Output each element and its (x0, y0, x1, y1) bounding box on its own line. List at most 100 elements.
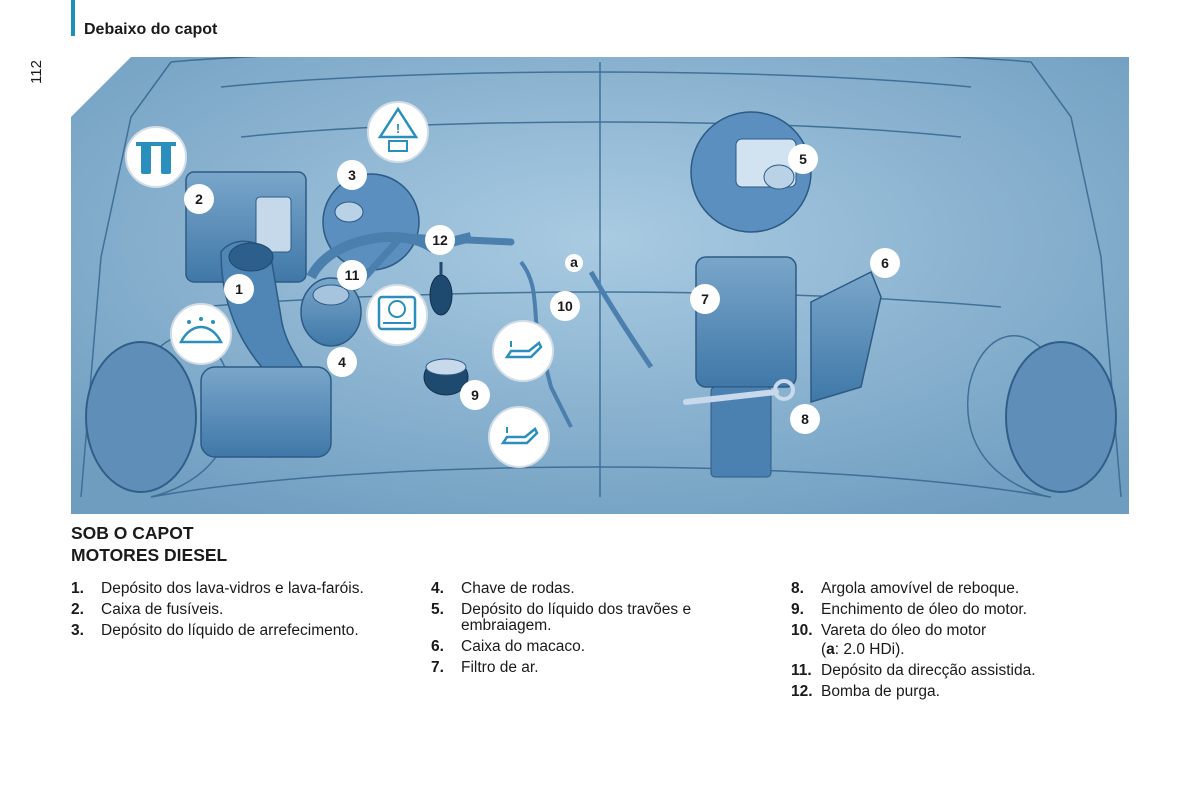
coolant-warning-icon: ! (367, 101, 429, 163)
right-headlight (1005, 341, 1117, 493)
callout-10: 10 (550, 291, 580, 321)
left-headlight (85, 341, 197, 493)
towing-eye-shaft (683, 389, 779, 405)
legend-item: 1. Depósito dos lava-vidros e lava-farói… (71, 581, 401, 597)
air-filter-housing-part (695, 256, 797, 388)
callout-4: 4 (327, 347, 357, 377)
legend-number: 7. (431, 659, 444, 676)
legend-text: Caixa do macaco. (461, 638, 586, 655)
jack-box-part (810, 270, 882, 404)
legend-number: 4. (431, 580, 444, 597)
legend-text: Enchimento de óleo do motor. (821, 601, 1027, 618)
svg-text:9: 9 (471, 387, 479, 403)
air-filter-duct-part (710, 386, 772, 478)
header-accent-bar (71, 0, 75, 36)
callout-9: 9 (460, 380, 490, 410)
callout-5: 5 (788, 144, 818, 174)
subnote-prefix: ( (821, 641, 827, 658)
dipstick-tube (588, 270, 654, 369)
legend-number: 10. (791, 622, 813, 639)
callout-12: 12 (425, 225, 455, 255)
legend-text: Filtro de ar. (461, 659, 539, 676)
legend-column-2: 4. Chave de rodas. 5. Depósito do líquid… (431, 581, 761, 681)
legend-number: 9. (791, 601, 804, 618)
legend-text: Vareta do óleo do motor (821, 622, 987, 639)
legend-item: 6. Caixa do macaco. (431, 639, 761, 655)
legend-number: 3. (71, 622, 84, 639)
legend-item: 11. Depósito da direcção assistida. (791, 663, 1121, 679)
towing-eye-ring (773, 379, 795, 401)
legend-item: 9. Enchimento de óleo do motor. (791, 602, 1121, 618)
legend-item: 3. Depósito do líquido de arrefecimento. (71, 623, 401, 639)
heading-line-2: MOTORES DIESEL (71, 545, 228, 565)
legend-number: 5. (431, 601, 444, 618)
legend-text: Depósito do líquido de arrefecimento. (101, 622, 359, 639)
oil-can-icon (492, 320, 554, 382)
washer-fluid-icon (170, 303, 232, 365)
oil-can-icon (488, 406, 550, 468)
svg-text:11: 11 (345, 267, 360, 283)
svg-text:2: 2 (195, 191, 203, 207)
legend-item: 12. Bomba de purga. (791, 684, 1121, 700)
callout-2: 2 (184, 184, 214, 214)
svg-text:6: 6 (881, 255, 889, 271)
legend-text: Depósito da direcção assistida. (821, 662, 1036, 679)
callout-11: 11 (337, 260, 367, 290)
washer-cap-part (228, 242, 274, 272)
svg-text:!: ! (396, 121, 400, 136)
legend-item: 8. Argola amovível de reboque. (791, 581, 1121, 597)
legend-text: Chave de rodas. (461, 580, 575, 597)
legend-item: 5. Depósito do líquido dos travões e emb… (431, 602, 761, 634)
section-heading: SOB O CAPOT MOTORES DIESEL (71, 522, 227, 566)
oil-filler-cap-top (425, 358, 467, 376)
legend-number: 2. (71, 601, 84, 618)
svg-text:1: 1 (235, 281, 243, 297)
wheel-wrench-part (352, 233, 515, 291)
callout-3: 3 (337, 160, 367, 190)
power-steering-cap-part (312, 284, 350, 306)
legend-text: Bomba de purga. (821, 683, 940, 700)
legend-item: 4. Chave de rodas. (431, 581, 761, 597)
coolant-cap-part (334, 201, 364, 223)
svg-text:12: 12 (432, 232, 448, 248)
legend-number: 6. (431, 638, 444, 655)
legend-text: Argola amovível de reboque. (821, 580, 1020, 597)
legend-item: 10. Vareta do óleo do motor (791, 623, 1121, 639)
legend-column-3: 8. Argola amovível de reboque. 9. Enchim… (791, 581, 1121, 705)
legend-text: Caixa de fusíveis. (101, 601, 224, 618)
legend-column-1: 1. Depósito dos lava-vidros e lava-farói… (71, 581, 401, 644)
legend-text: Depósito do líquido dos travões e embrai… (461, 601, 692, 634)
callout-1: 1 (224, 274, 254, 304)
legend-subnote: (a: 2.0 HDi). (791, 642, 1121, 658)
callout-8: 8 (790, 404, 820, 434)
fuse-icon (125, 126, 187, 188)
legend-number: 12. (791, 683, 813, 700)
svg-text:8: 8 (801, 411, 809, 427)
subnote-bold: a (826, 641, 835, 658)
svg-text:a: a (570, 254, 578, 270)
legend-item: 7. Filtro de ar. (431, 660, 761, 676)
callout-a: a (565, 254, 583, 272)
subnote-suffix: : 2.0 HDi). (834, 641, 905, 658)
engine-bay-illustration: ! 1 2 3 4 5 6 7 (71, 57, 1129, 514)
fuse-box-lid (255, 196, 292, 253)
bleed-pump-part (429, 274, 453, 316)
svg-text:7: 7 (701, 291, 709, 307)
legend-number: 11. (791, 662, 812, 679)
callout-7: 7 (690, 284, 720, 314)
svg-text:4: 4 (338, 354, 346, 370)
legend-item: 2. Caixa de fusíveis. (71, 602, 401, 618)
legend-number: 8. (791, 580, 804, 597)
svg-text:10: 10 (557, 298, 573, 314)
washer-tank-part (200, 366, 332, 458)
page-number: 112 (28, 60, 45, 84)
section-title: Debaixo do capot (84, 21, 218, 38)
heading-line-1: SOB O CAPOT (71, 523, 194, 543)
callout-6: 6 (870, 248, 900, 278)
legend-number: 1. (71, 580, 84, 597)
svg-text:3: 3 (348, 167, 356, 183)
brake-fluid-cap-part (763, 164, 795, 190)
svg-text:5: 5 (799, 151, 807, 167)
power-steering-icon (366, 284, 428, 346)
legend-text: Depósito dos lava-vidros e lava-faróis. (101, 580, 364, 597)
